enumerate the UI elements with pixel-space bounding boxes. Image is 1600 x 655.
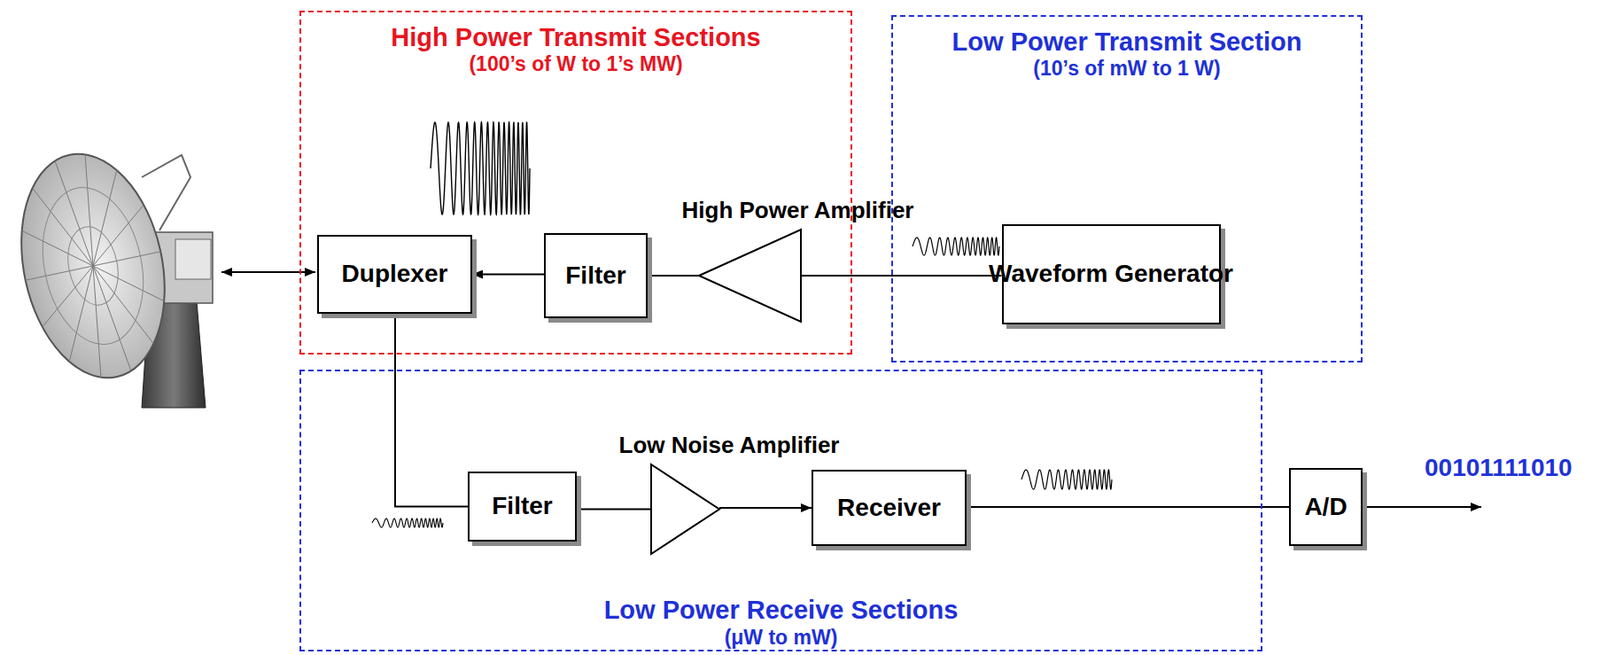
- waveform-sketches: [372, 122, 1112, 528]
- dish-rib: [54, 161, 94, 266]
- section-heading: Low Power Receive Sections: [604, 595, 959, 625]
- dish-reflector: [1, 140, 185, 392]
- process-box: A/D: [1289, 467, 1363, 546]
- signal-connector: [647, 274, 700, 277]
- section-heading: High Power Transmit Sections: [390, 23, 761, 53]
- amplifier-triangle: Low Noise Amplifier: [651, 464, 720, 554]
- signal-connector: [472, 273, 544, 276]
- section-region: Low Power Receive Sections(μW to mW) Filt…: [299, 369, 1263, 652]
- antenna-housing: [175, 239, 211, 280]
- dish-antenna: [1, 140, 213, 408]
- section-region: High Power Transmit Sections(100’s of W …: [299, 10, 853, 355]
- process-box: Receiver: [811, 469, 967, 546]
- dish-ring: [29, 178, 157, 354]
- digital-output-arrow: [1364, 505, 1482, 508]
- power-range: (100’s of W to 1’s MW): [468, 52, 683, 76]
- chirp-waveform: [1021, 469, 1112, 490]
- box-label: Receiver: [837, 493, 941, 522]
- process-box: Duplexer: [317, 234, 473, 314]
- amplifier-outline: [699, 229, 801, 322]
- box-label: Filter: [565, 261, 626, 290]
- power-range: (10’s of mW to 1 W): [1033, 56, 1220, 80]
- signal-connector: [966, 505, 1290, 508]
- dish-ribs: [22, 154, 165, 377]
- dish-rib: [85, 154, 94, 266]
- dish-rib: [25, 265, 94, 280]
- process-box: Filter: [467, 471, 577, 542]
- signal-connector: [719, 506, 812, 509]
- section-region: Low Power Transmit Section(10’s of mW to…: [891, 15, 1363, 363]
- box-label: A/D: [1304, 492, 1347, 521]
- dish-rib: [93, 265, 132, 371]
- process-box: Filter: [543, 233, 648, 319]
- dish-ring: [61, 222, 125, 311]
- amplifier-outline: [651, 464, 720, 554]
- chirp-waveform: [430, 122, 530, 215]
- amplifier-label: Low Noise Amplifier: [619, 432, 770, 459]
- power-range: (μW to mW): [724, 625, 839, 649]
- box-label: Filter: [491, 491, 552, 521]
- amplifier-triangle: High Power Amplifier: [699, 229, 801, 322]
- signal-connector: [800, 274, 1002, 277]
- dish-rib: [93, 204, 144, 266]
- box-label: Waveform Generator: [988, 259, 1234, 288]
- digital-output: 00101111010: [1424, 453, 1573, 482]
- box-label: Duplexer: [341, 259, 449, 288]
- amplifier-symbol: [651, 464, 720, 554]
- chirp-waveform: [912, 237, 1000, 256]
- section-heading: Low Power Transmit Section: [952, 27, 1303, 57]
- signal-connector: [576, 508, 652, 511]
- dish-rib: [93, 265, 101, 378]
- signal-connector: [395, 313, 468, 507]
- process-box: Waveform Generator: [1001, 224, 1221, 325]
- antenna-link: [221, 271, 316, 273]
- chirp-waveform: [372, 518, 443, 528]
- antenna-rail: [141, 155, 191, 231]
- amplifier-label: High Power Amplifier: [682, 197, 851, 225]
- amplifier-symbol: [699, 229, 801, 322]
